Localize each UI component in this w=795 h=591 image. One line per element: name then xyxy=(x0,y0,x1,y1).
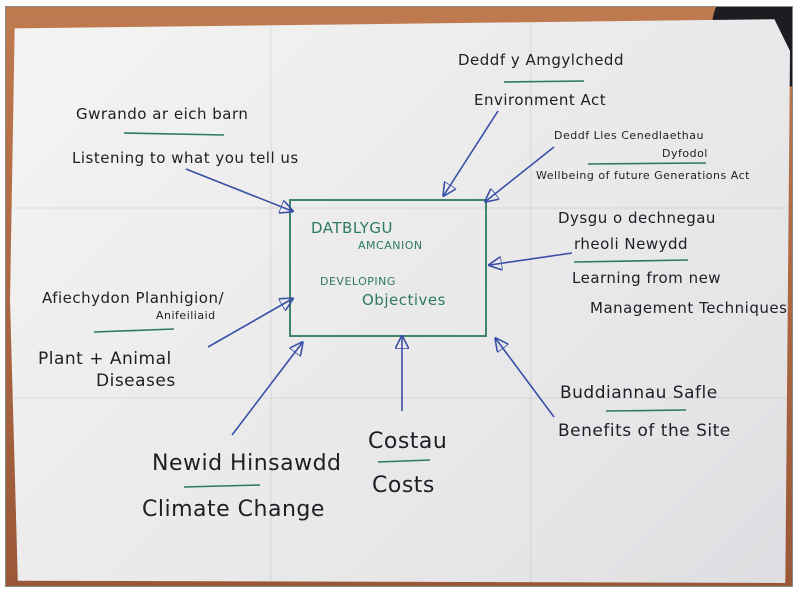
center-welsh-subtitle: AMCANION xyxy=(358,239,423,252)
label-wellbeing-welsh: Deddf Lles Cenedlaethau xyxy=(554,129,704,142)
label-wellbeing-welsh-line2: Dyfodol xyxy=(662,147,708,160)
label-learning-english-line2: Management Techniques xyxy=(590,299,788,317)
arrow-benefits xyxy=(496,339,555,418)
underline-wellbeing xyxy=(587,162,707,165)
underline-costs xyxy=(377,459,431,463)
diagram-drawing xyxy=(93,80,707,488)
label-costs-welsh: Costau xyxy=(368,429,448,454)
underline-environment xyxy=(503,80,585,83)
label-diseases-english: Plant + Animal xyxy=(38,349,172,369)
arrow-diseases xyxy=(207,299,292,348)
label-learning-english: Learning from new xyxy=(572,269,722,287)
label-diseases-welsh-line2: Anifeiliaid xyxy=(156,309,216,322)
paper-fold xyxy=(530,19,532,583)
label-listening-english: Listening to what you tell us xyxy=(72,149,299,167)
flipchart-paper xyxy=(10,19,790,583)
arrow-learning xyxy=(490,252,573,265)
label-wellbeing-english: Wellbeing of future Generations Act xyxy=(536,169,750,182)
arrow-climate xyxy=(231,343,302,436)
arrow-wellbeing xyxy=(486,146,555,201)
photo-frame: DATBLYGU AMCANION DEVELOPING Objectives … xyxy=(5,6,793,587)
center-english-subtitle: Objectives xyxy=(362,291,446,309)
label-learning-welsh: Dysgu o dechnegau xyxy=(558,209,716,227)
paper-fold xyxy=(270,19,272,583)
underline-diseases xyxy=(93,328,175,333)
label-benefits-welsh: Buddiannau Safle xyxy=(560,383,718,403)
center-english-title: DEVELOPING xyxy=(320,275,396,288)
underline-benefits xyxy=(605,409,687,412)
arrow-listening xyxy=(185,168,292,211)
paper-fold xyxy=(10,207,790,209)
label-climate-english: Climate Change xyxy=(142,497,325,522)
label-environment-welsh: Deddf y Amgylchedd xyxy=(458,51,624,69)
underline-learning xyxy=(573,259,689,263)
paper-fold xyxy=(10,397,790,399)
label-diseases-english-line2: Diseases xyxy=(96,371,176,391)
label-learning-welsh-line2: rheoli Newydd xyxy=(574,235,689,253)
label-diseases-welsh: Afiechydon Planhigion/ xyxy=(42,289,225,307)
arrow-environment xyxy=(444,110,499,195)
label-benefits-english: Benefits of the Site xyxy=(558,421,731,441)
center-welsh-title: DATBLYGU xyxy=(311,219,393,237)
label-costs-english: Costs xyxy=(372,473,435,498)
center-box xyxy=(289,199,487,337)
underline-climate xyxy=(183,484,261,488)
label-listening-welsh: Gwrando ar eich barn xyxy=(76,105,249,123)
label-climate-welsh: Newid Hinsawdd xyxy=(152,451,342,476)
underline-listening xyxy=(123,132,225,136)
label-environment-english: Environment Act xyxy=(474,91,607,109)
